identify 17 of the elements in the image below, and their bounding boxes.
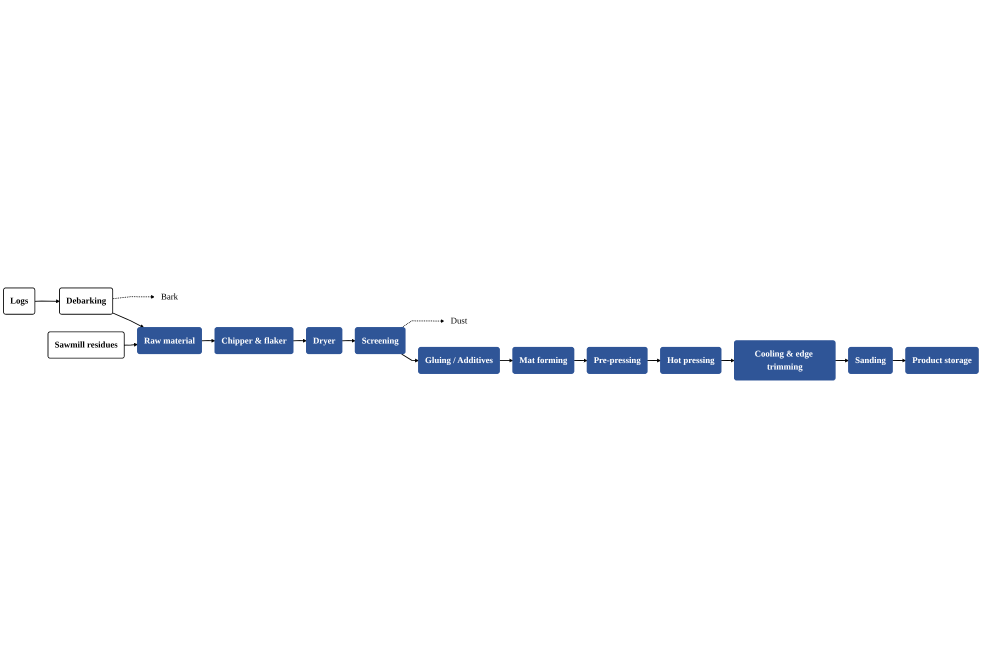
arrow: [401, 319, 444, 328]
arrow: [835, 358, 849, 363]
arrow: [112, 312, 144, 328]
arrow: [34, 299, 60, 304]
arrow: [499, 358, 514, 363]
arrow: [112, 295, 155, 300]
arrow: [124, 342, 138, 347]
arrow: [720, 358, 735, 363]
arrow: [574, 358, 588, 363]
arrow: [892, 358, 906, 363]
arrow: [342, 338, 356, 343]
node-text: Bark: [160, 292, 178, 302]
node-text: Dust: [450, 316, 468, 326]
arrow: [201, 338, 216, 343]
arrow: [292, 338, 307, 343]
arrow: [647, 358, 661, 363]
arrow: [401, 354, 419, 363]
